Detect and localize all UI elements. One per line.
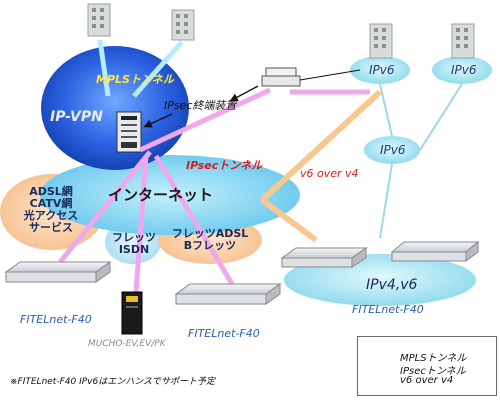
building-icon — [451, 23, 475, 59]
link-line — [379, 163, 393, 239]
mpls-tunnel-label: MPLSトンネル — [96, 73, 174, 86]
legend-item-ipsec: IPsecトンネル — [400, 366, 466, 377]
router-pointer — [229, 85, 259, 102]
link-line — [299, 69, 361, 81]
ipsec-tunnel-label: IPsecトンネル — [186, 159, 263, 172]
legend: MPLSトンネル IPsecトンネル v6 over v4 — [357, 336, 497, 396]
internet-label: インターネット — [108, 186, 214, 204]
adsl-line-2: CATV網 — [29, 197, 73, 210]
ipsec-tunnel-arrow — [153, 154, 235, 286]
footnote: ※FITELnet-F40 IPv6はエンハンスでサポート予定 — [10, 377, 216, 387]
router-label-middle: FITELnet-F40 — [188, 327, 260, 340]
ipsec-device-pointer — [143, 113, 173, 128]
v6-over-v4-arrow — [259, 89, 383, 203]
router-label-left: FITELnet-F40 — [20, 313, 92, 326]
router-icon — [174, 283, 282, 305]
flets-isdn-line-1: フレッツ — [112, 231, 156, 244]
router-icon — [261, 67, 301, 87]
ipsec-tunnel-arrow — [133, 155, 149, 293]
router-icon — [280, 247, 368, 268]
ipv4v6-label: IPv4,v6 — [366, 277, 418, 293]
mpls-tunnel-arrow — [132, 40, 184, 98]
adsl-cloud-label: ADSL網 CATV網 光アクセス サービス — [18, 186, 84, 234]
v6-over-v4-arrow — [260, 197, 318, 243]
ipv6-node-label: IPv6 — [369, 63, 395, 77]
building-icon — [87, 3, 111, 37]
ipv6-cloud-3 — [364, 136, 420, 164]
link-line — [379, 83, 393, 137]
building-icon — [171, 9, 195, 41]
ipv6-cloud-2 — [432, 56, 492, 84]
ipv6-node-label: IPv6 — [451, 63, 477, 77]
router-icon — [390, 240, 480, 262]
flets-adsl-line-2: Bフレッツ — [183, 239, 237, 252]
internet-cloud — [40, 155, 300, 235]
ipv6-node-label: IPv6 — [380, 143, 406, 157]
ipsec-tunnel-arrow — [58, 150, 152, 264]
flets-adsl-label: フレッツADSL Bフレッツ — [170, 228, 250, 252]
ipsec-device-icon — [116, 111, 142, 153]
v6-over-v4-label: v6 over v4 — [300, 167, 359, 180]
mpls-tunnel-arrow — [97, 39, 111, 97]
ip-vpn-label: IP-VPN — [50, 109, 103, 125]
flets-isdn-label: フレッツ ISDN — [112, 232, 156, 256]
flets-isdn-line-2: ISDN — [118, 243, 150, 256]
ipv6-cloud-1 — [350, 56, 410, 84]
ipsec-device-label: IPsec終端装置 — [164, 99, 237, 112]
mucho-label: MUCHO-EV,EV/PK — [88, 339, 166, 349]
mucho-device-icon — [121, 291, 143, 335]
legend-item-mpls: MPLSトンネル — [400, 353, 467, 364]
router-icon — [4, 261, 112, 283]
link-line — [419, 83, 463, 151]
adsl-line-3: 光アクセス — [23, 209, 79, 222]
router-label-right: FITELnet-F40 — [352, 303, 424, 316]
adsl-line-4: サービス — [29, 221, 73, 234]
legend-item-v6: v6 over v4 — [400, 375, 454, 386]
ipsec-tunnel-arrow — [138, 87, 272, 153]
flets-adsl-line-1: フレッツADSL — [171, 227, 249, 240]
adsl-line-1: ADSL網 — [29, 185, 73, 198]
building-icon — [369, 23, 393, 59]
